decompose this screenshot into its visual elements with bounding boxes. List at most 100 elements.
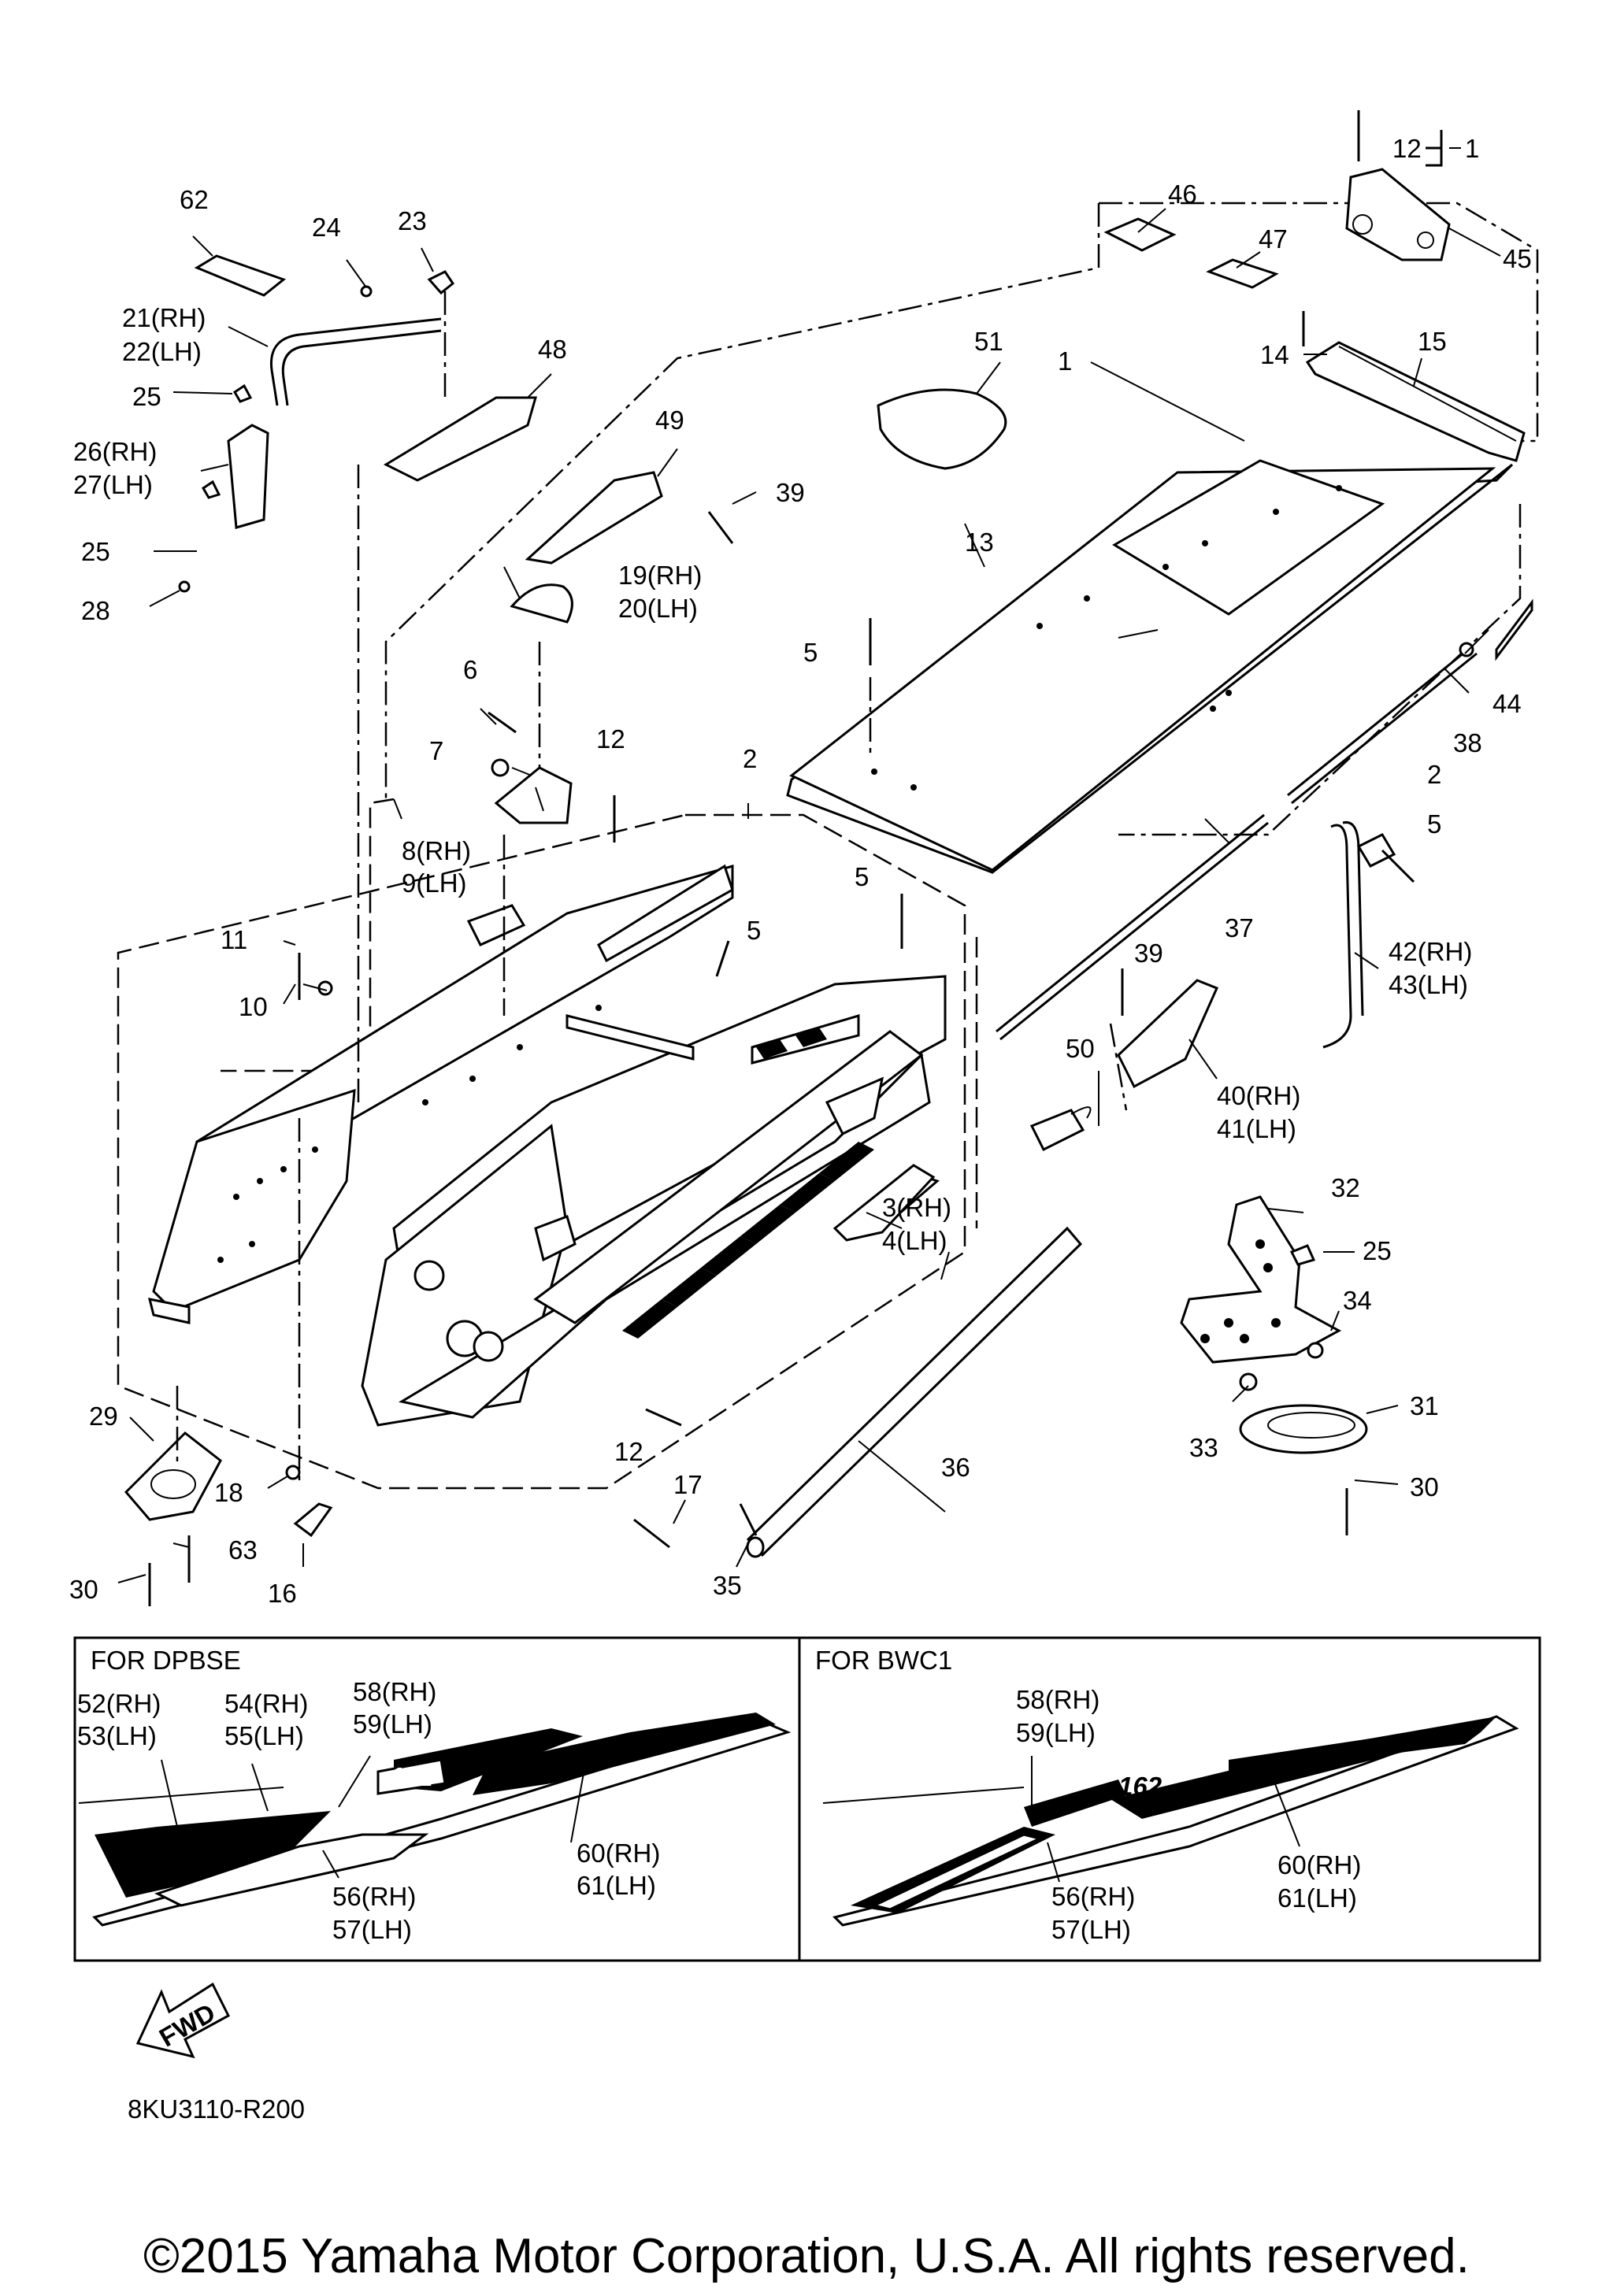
callout-5-center: 5 [747, 916, 761, 945]
callout-12-low: 12 [614, 1437, 643, 1466]
decal-47 [1206, 258, 1279, 289]
callout-20: 20(LH) [618, 594, 698, 623]
callout-34: 34 [1343, 1286, 1372, 1315]
callout-2-right: 2 [1427, 760, 1441, 789]
callout-59-right: 59(LH) [1016, 1718, 1096, 1747]
rear-cap-45 [1345, 168, 1451, 261]
callout-63: 63 [228, 1535, 258, 1565]
callout-53: 53(LH) [77, 1721, 157, 1750]
tether-strap-42 [1322, 820, 1396, 1049]
callout-3: 3(RH) [882, 1193, 951, 1222]
leader-lines [117, 130, 1501, 1583]
inset-bwc1: FOR BWC1 162 58(RH) 59(LH) 56(RH) 57(LH)… [815, 1646, 1519, 1944]
callout-44: 44 [1492, 689, 1522, 718]
callout-36: 36 [941, 1453, 970, 1482]
nut-25b [201, 480, 221, 499]
callout-54: 54(RH) [224, 1689, 308, 1718]
deck-panel-13 [786, 459, 1514, 874]
nut-23 [427, 270, 455, 295]
callout-30-left: 30 [69, 1575, 98, 1604]
alignment-lines [176, 291, 1128, 1480]
callout-50: 50 [1066, 1034, 1095, 1063]
callout-12-top: 12 [1392, 134, 1422, 163]
callout-21: 21(RH) [122, 303, 206, 332]
callout-13: 13 [965, 528, 994, 557]
pad-48 [383, 396, 537, 482]
frame-truss-cutouts [622, 1028, 874, 1339]
callout-61-left: 61(LH) [577, 1871, 656, 1900]
nut-25c [1289, 1244, 1316, 1266]
callout-47: 47 [1259, 224, 1288, 254]
callout-62: 62 [180, 185, 209, 214]
callout-labels: 12 1 45 46 47 15 14 51 1 13 44 38 2 5 37… [69, 134, 1532, 1608]
callout-38: 38 [1453, 728, 1482, 757]
callout-11: 11 [221, 925, 247, 954]
callout-4: 4(LH) [882, 1226, 947, 1255]
callout-29: 29 [89, 1402, 118, 1431]
callout-40: 40(RH) [1217, 1081, 1300, 1110]
callout-43: 43(LH) [1389, 970, 1468, 999]
callout-35: 35 [713, 1571, 742, 1600]
chassis-frame-2 [147, 864, 947, 1427]
rail-38 [1287, 642, 1478, 805]
bracket-3 [832, 1164, 936, 1242]
callout-56-right: 56(RH) [1051, 1882, 1135, 1911]
cover-62 [194, 254, 287, 297]
decal-inset-box: FOR DPBSE 162 52(RH) 53(LH) 54(RH) 55(LH… [73, 1636, 1541, 1962]
callout-42: 42(RH) [1389, 937, 1472, 966]
callout-33: 33 [1189, 1433, 1218, 1462]
callout-31: 31 [1410, 1391, 1439, 1420]
callout-41: 41(LH) [1217, 1114, 1296, 1143]
foot-hold-29 [124, 1431, 222, 1521]
callout-7: 7 [429, 736, 443, 765]
callout-55: 55(LH) [224, 1721, 304, 1750]
nut-25a [232, 383, 253, 403]
callout-58-left: 58(RH) [353, 1677, 436, 1706]
plate-16 [293, 1502, 333, 1538]
bracket-26 [227, 424, 269, 529]
tube-36 [746, 1226, 1083, 1558]
inset-dpbse: FOR DPBSE 162 52(RH) 53(LH) 54(RH) 55(LH… [77, 1646, 792, 1944]
callout-58-right: 58(RH) [1016, 1685, 1099, 1714]
foot-hold-31 [1239, 1404, 1368, 1454]
callout-45: 45 [1503, 244, 1532, 273]
callout-51: 51 [974, 327, 1003, 356]
plate-51 [877, 388, 1007, 470]
callout-10: 10 [239, 992, 268, 1021]
callout-49: 49 [655, 406, 684, 435]
callout-25-left: 25 [81, 537, 110, 566]
part-code: 8KU3110-R200 [128, 2094, 305, 2124]
connector-50 [1029, 1106, 1092, 1152]
callout-9: 9(LH) [402, 868, 467, 898]
callout-25-right: 25 [1363, 1236, 1392, 1265]
callout-25-top: 25 [132, 382, 161, 411]
callout-27: 27(LH) [73, 470, 153, 499]
callout-39-right: 39 [1134, 939, 1163, 968]
callout-5-upper: 5 [803, 638, 818, 667]
callout-17: 17 [673, 1470, 703, 1499]
running-board-32 [1180, 1195, 1342, 1364]
pad-49 [525, 471, 663, 565]
callout-28: 28 [81, 596, 110, 625]
inset-dpbse-title: FOR DPBSE [91, 1646, 241, 1675]
trim-44 [1495, 598, 1533, 661]
rear-bracket-15 [1305, 341, 1526, 462]
callout-16: 16 [268, 1579, 297, 1608]
callout-61-right: 61(LH) [1277, 1883, 1357, 1913]
copyright-text: ©2015 Yamaha Motor Corporation, U.S.A. A… [143, 2229, 1470, 2283]
callout-52: 52(RH) [77, 1689, 161, 1718]
callout-15: 15 [1418, 327, 1447, 356]
callout-8: 8(RH) [402, 836, 471, 865]
callout-1-top: 1 [1465, 134, 1479, 163]
callout-1: 1 [1058, 346, 1072, 376]
assembly-2-boundary [117, 798, 978, 1490]
callout-48: 48 [538, 335, 567, 364]
callout-57-right: 57(LH) [1051, 1915, 1131, 1944]
callout-5-mid: 5 [855, 862, 869, 891]
inset-dpbse-decal: 162 [390, 1762, 434, 1791]
guard-19 [510, 583, 573, 624]
callout-32: 32 [1331, 1173, 1360, 1202]
fasteners [148, 110, 1415, 1606]
callout-60-right: 60(RH) [1277, 1850, 1361, 1879]
